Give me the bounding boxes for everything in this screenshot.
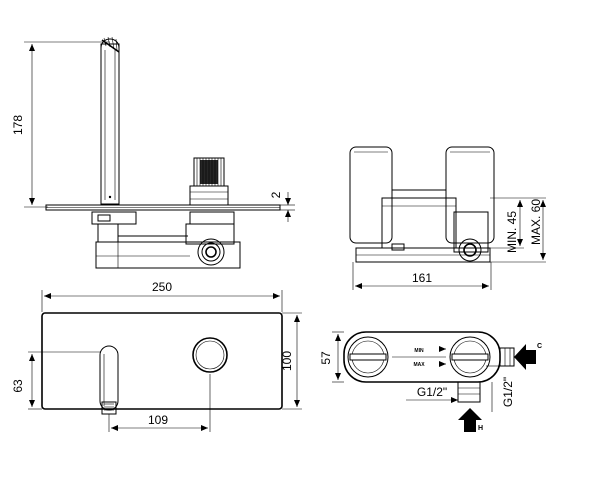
dim-57: 57: [319, 351, 333, 365]
dim-min-45: MIN. 45: [505, 211, 519, 253]
dim-2: 2: [269, 191, 283, 198]
dim-161: 161: [412, 271, 432, 285]
dim-thread-right: G1/2": [501, 377, 515, 407]
cold-inlet-arrow: [514, 344, 536, 370]
label-max: MAX: [413, 362, 425, 368]
dim-250: 250: [152, 280, 172, 294]
dim-100: 100: [280, 351, 294, 371]
dim-thread-left: G1/2": [417, 385, 447, 399]
dim-109: 109: [148, 413, 168, 427]
side-elevation-view: 178 2: [11, 36, 295, 269]
front-elevation-view: 250 100 63 109: [11, 280, 302, 432]
body-side-view: 161 MIN. 45 MAX. 60: [349, 146, 546, 290]
label-hot: H: [478, 425, 483, 432]
body-top-view: 57 MIN MAX C H G1/2": [319, 331, 542, 432]
dim-178: 178: [11, 115, 25, 135]
dim-63: 63: [11, 379, 25, 393]
label-cold: C: [537, 343, 542, 350]
label-min: MIN: [414, 348, 424, 354]
hot-inlet-arrow: [458, 408, 482, 432]
dim-max-60: MAX. 60: [529, 199, 543, 245]
